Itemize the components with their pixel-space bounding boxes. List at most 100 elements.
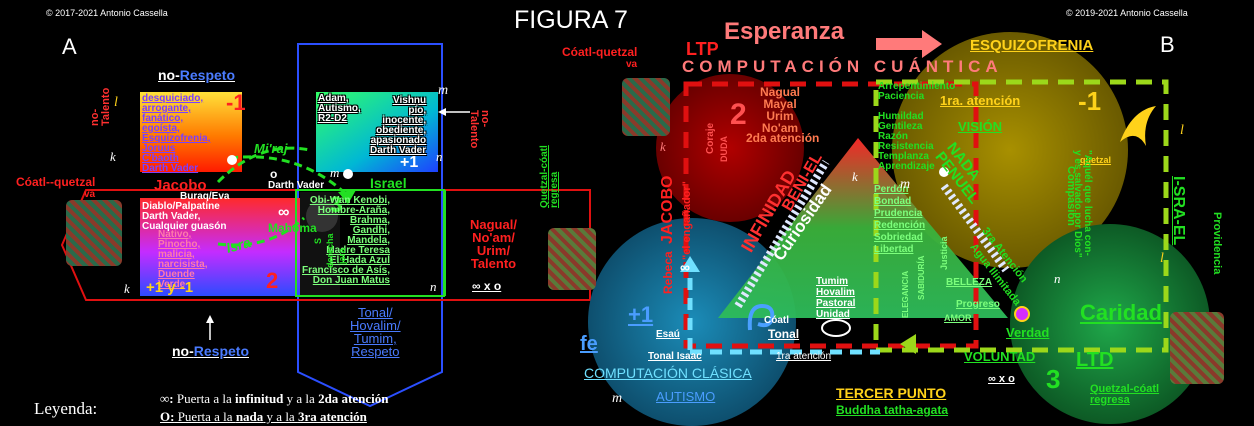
va-b: va	[626, 60, 637, 70]
minus-one-label: -1	[226, 92, 246, 114]
two-b: 2	[730, 100, 747, 130]
primera-atencion-label: 1ra. atención	[940, 94, 1020, 107]
vertical-s: S	[314, 238, 323, 244]
nagual-b-text: Nagual Mayal Urim No'am	[760, 86, 800, 134]
amor-label: AMOR	[944, 314, 972, 323]
minus-one-b: -1	[1078, 88, 1101, 114]
tumim-text: Tumim Hovalim Pastoral Unidad	[816, 276, 855, 320]
copyright-left: © 2017-2021 Antonio Cassella	[46, 9, 168, 18]
coatl-quetzal-left: Cóatl--quetzal	[16, 176, 95, 188]
caridad-label: Caridad	[1080, 302, 1162, 324]
infinity-x-zero-b: ∞ x o	[988, 374, 1015, 385]
no-talento-right: no- Talento	[468, 110, 490, 148]
computacion-cuantica: COMPUTACIÓN CUÁNTICA	[682, 58, 1003, 75]
mark-m-b2: m	[900, 178, 910, 192]
aztec-figure-icon	[548, 228, 596, 290]
infinity-b: ∞	[680, 260, 690, 274]
computacion-clasica: COMPUTACIÓN CLÁSICA	[584, 366, 752, 380]
two-a: 2	[266, 270, 278, 292]
darth-vader-center: Darth Vader	[268, 181, 324, 191]
quetzal-bird-icon	[1118, 102, 1158, 150]
mark-k-a2: k	[110, 150, 116, 163]
no-respeto-top: no-Respeto	[158, 68, 235, 82]
justicia-label: Justicia	[940, 236, 949, 270]
plus-one-box-text: Adam, Autismo, R2-D2	[318, 94, 361, 124]
tonal-text: Tonal/ Hovalim/ Tumim, Respeto	[350, 306, 401, 358]
mark-n-a: n	[430, 280, 437, 293]
nagual-a-text: Nagual/ No'am/ Urim/ Talento	[470, 218, 517, 270]
letter-b: B	[1160, 34, 1175, 56]
mark-l-a: l	[114, 96, 118, 110]
vertical-derecha: derecha	[326, 233, 335, 268]
aztec-figure-icon	[1170, 312, 1224, 384]
legend-label: Leyenda:	[34, 400, 97, 417]
letter-a: A	[62, 36, 77, 58]
diablo-text: Diablo/Palpatine Darth Vader, Cualquier …	[142, 202, 226, 232]
legend-line-1: ∞: Puerta a la infinitud y a la 2da aten…	[160, 392, 388, 405]
coraje-label: Coraje	[706, 123, 716, 154]
plus-one-b: +1	[628, 304, 653, 326]
isra-el-label: I-SRA-EL	[1170, 176, 1186, 245]
israel-label: Israel	[370, 176, 407, 190]
ltd-label: LTD	[1076, 350, 1113, 370]
legend-line-2: O: Puerta a la nada y a la 3ra atención	[160, 410, 367, 423]
zero-m: m	[330, 166, 339, 179]
primera-atencion-b: 1ra atención	[776, 352, 831, 362]
virtues-text: Humildad Gentileza Razón Resistencia Tem…	[878, 112, 935, 172]
tercer-punto: TERCER PUNTO	[836, 386, 946, 400]
esquizofrenia-label: ESQUIZOFRENIA	[970, 38, 1093, 53]
mark-m-a: m	[438, 84, 448, 98]
tonal-b-label: Tonal	[768, 328, 799, 340]
verdad-label: Verdad	[1006, 326, 1049, 339]
voluntad-label: VOLUNTAD	[964, 350, 1035, 363]
progreso-label: Progreso	[956, 300, 1000, 310]
va-left: va	[84, 190, 95, 200]
zero-o: o	[270, 168, 277, 180]
mark-l-b: l	[1180, 124, 1184, 138]
no-respeto-bottom: no-Respeto	[172, 344, 249, 358]
coatl-b-label: Cóatl	[764, 316, 789, 326]
mark-n-b: n	[1054, 272, 1061, 285]
quetzal-coatl-regresa-b: Quetzal-cóatl regresa	[1090, 384, 1159, 406]
elegancia-label: ELEGANCIA	[902, 271, 910, 318]
plus-minus-one: +1 y -1	[146, 280, 193, 295]
vertical-jara: jara	[338, 248, 347, 264]
miraj-label: Mi'raj	[254, 142, 287, 155]
el-enganador-label: "el engañador"	[682, 181, 693, 260]
ltp-label: LTP	[686, 40, 719, 58]
minus-one-box-text: desquiciado, arrogante, fanático, egoíst…	[142, 94, 210, 174]
fe-label: fe	[580, 334, 598, 354]
aztec-figure-icon	[622, 78, 670, 136]
compasion-label: Compasión	[1065, 166, 1076, 226]
infinity-a: ∞	[278, 205, 289, 221]
mark-k-a: k	[124, 282, 130, 295]
mark-k-b2: k	[660, 140, 666, 153]
infinity-x-zero-a: ∞ x o	[472, 280, 501, 292]
coatl-quetzal-b: Cóatl-quetzal	[562, 46, 637, 58]
three-b: 3	[1046, 366, 1060, 392]
autismo-label: AUTISMO	[656, 390, 715, 403]
segunda-atencion-b: 2da atención	[746, 132, 819, 144]
vishnu-text: Vishnu pío, inocente, obediente, apasion…	[370, 96, 426, 156]
quetzal-coatl-regresa-a: Quetzal-cóatl regresa	[540, 145, 560, 208]
vision-label: VISIÓN	[958, 120, 1002, 133]
sabiduria-label: SABIDURÍA	[918, 256, 926, 300]
mark-k-b: k	[852, 170, 858, 183]
mark-n-a2: n	[436, 150, 443, 163]
esperanza-label: Esperanza	[724, 20, 844, 44]
belleza-label: BELLEZA	[946, 278, 992, 288]
aztec-figure-icon	[66, 200, 122, 266]
perdon-text: Perdón Bondad Prudencia Redención Sobrie…	[874, 184, 925, 256]
mark-l-b2: l	[1160, 252, 1164, 266]
buddha-label: Buddha tatha-agata	[836, 404, 948, 416]
copyright-right: © 2019-2021 Antonio Cassella	[1066, 9, 1188, 18]
providencia-label: Providencia	[1211, 212, 1222, 274]
mark-m-b: m	[612, 392, 622, 406]
esau-label: Esaú	[656, 330, 680, 340]
jacobo-b-label: JACOBO	[660, 176, 676, 244]
plus-one-label: +1	[400, 155, 418, 171]
tonal-isaac-label: Tonal Isaac	[648, 352, 702, 362]
duda-label: DUDA	[720, 136, 729, 162]
figure-title: FIGURA 7	[514, 8, 628, 33]
